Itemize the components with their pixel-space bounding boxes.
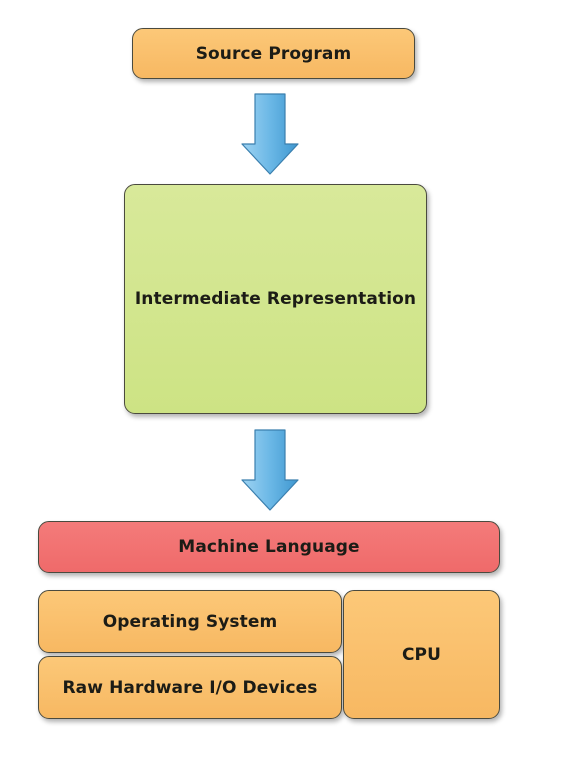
- machine-language-box: Machine Language: [38, 521, 500, 573]
- intermediate-representation-label: Intermediate Representation: [134, 289, 417, 309]
- intermediate-representation-box: Intermediate Representation: [124, 184, 427, 414]
- source-program-box: Source Program: [132, 28, 415, 79]
- cpu-label: CPU: [401, 644, 442, 665]
- source-program-label: Source Program: [195, 43, 352, 64]
- cpu-box: CPU: [343, 590, 500, 719]
- operating-system-box: Operating System: [38, 590, 342, 653]
- down-arrow-icon: [241, 429, 299, 511]
- raw-hardware-label: Raw Hardware I/O Devices: [62, 677, 318, 698]
- raw-hardware-box: Raw Hardware I/O Devices: [38, 656, 342, 719]
- down-arrow-icon: [241, 93, 299, 175]
- machine-language-label: Machine Language: [178, 537, 360, 557]
- operating-system-label: Operating System: [102, 611, 278, 632]
